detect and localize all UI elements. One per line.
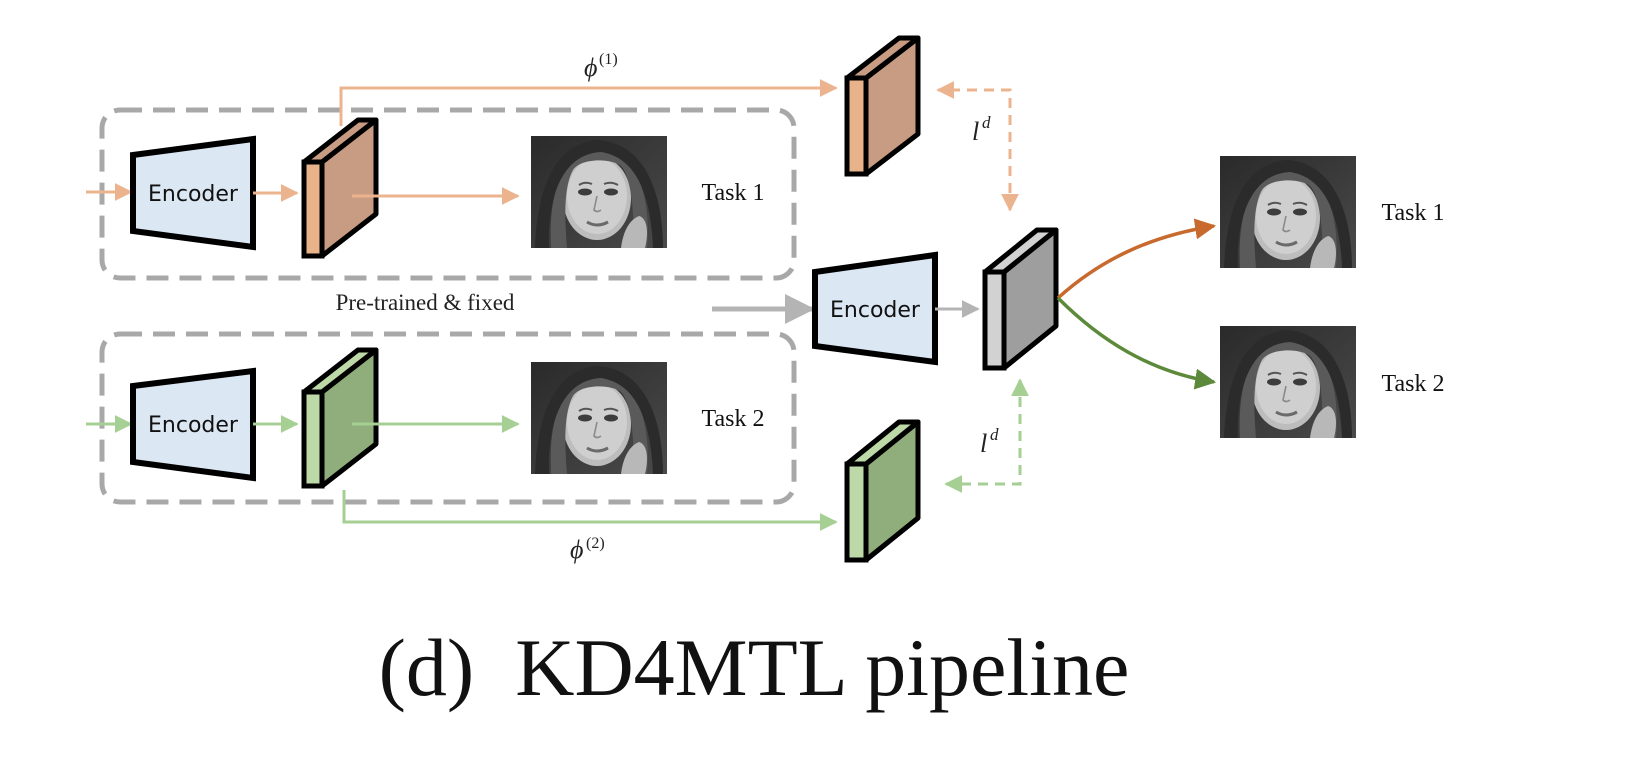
feature-block-task2 — [301, 347, 379, 489]
phi2-superscript: (2) — [586, 535, 605, 552]
target-block-task1 — [844, 35, 921, 177]
output-arrow-task1 — [1056, 218, 1217, 300]
shared-feature-block — [982, 227, 1059, 371]
pretrained-box-task1 — [99, 107, 797, 281]
encoder-task2: Encoder — [130, 367, 256, 482]
encoder-label-task1: Encoder — [148, 182, 239, 207]
pretrained-label: Pre-trained & fixed — [336, 290, 515, 315]
encoder-label-task2: Encoder — [148, 413, 239, 438]
encoder-task1: Encoder — [130, 135, 256, 251]
ld-label-task2: l — [980, 429, 987, 458]
face-image-task2 — [529, 360, 669, 476]
phi2-arrow — [342, 490, 838, 531]
phi1-arrow — [339, 79, 838, 126]
face-image-output-task2 — [1218, 324, 1358, 440]
ld-arrow-task2 — [944, 378, 1029, 493]
task1-label-left: Task 1 — [702, 180, 765, 206]
figure-caption: (d) KD4MTL pipeline — [379, 622, 1130, 713]
task2-label-right: Task 2 — [1382, 371, 1445, 397]
ld-arrow-task1 — [936, 81, 1019, 212]
face-image-task1 — [529, 134, 669, 250]
ld-label-task1: l — [972, 117, 979, 146]
face-image-output-task1 — [1218, 154, 1358, 270]
ld-superscript-task1: d — [982, 113, 991, 132]
ld-superscript-task2: d — [990, 425, 999, 444]
feature-block-task1 — [301, 117, 379, 259]
task1-label-right: Task 1 — [1382, 200, 1445, 226]
task2-label-left: Task 2 — [702, 406, 765, 432]
phi1-label: ϕ — [584, 53, 597, 82]
phi1-superscript: (1) — [599, 51, 618, 68]
pretrained-box-task2 — [99, 331, 797, 505]
encoder-shared: Encoder — [812, 251, 938, 366]
phi2-label: ϕ — [570, 535, 583, 564]
encoder-label-shared: Encoder — [830, 298, 921, 323]
output-arrow-task2 — [1056, 296, 1217, 390]
target-block-task2 — [844, 419, 921, 563]
